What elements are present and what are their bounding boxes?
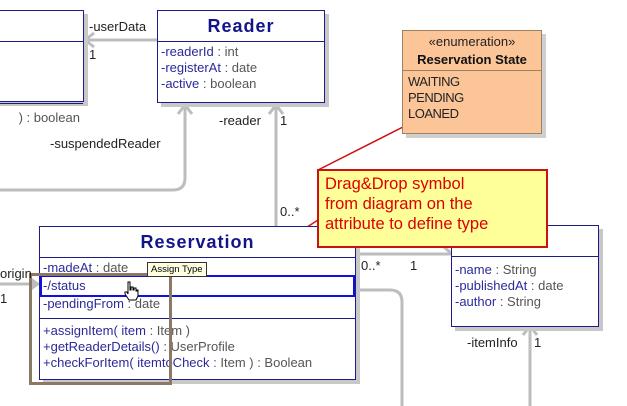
enumeration-header: «enumeration» Reservation State xyxy=(403,31,541,71)
reservation-operation[interactable]: +getReaderDetails() : UserProfile xyxy=(43,339,235,354)
reader-role-label: -reader xyxy=(219,113,261,128)
left-class-operations-section: ) : boolean xyxy=(0,104,83,126)
assign-type-tooltip: Assign Type xyxy=(147,262,207,277)
note-line: attribute to define type xyxy=(325,215,489,233)
status-association-line[interactable] xyxy=(356,288,404,406)
reservation-class-title[interactable]: Reservation xyxy=(40,227,355,258)
item-multiplicity: 1 xyxy=(410,258,418,273)
enumeration-literals: WAITING PENDING LOANED xyxy=(403,71,541,125)
item-attributes: -name : String -publishedAt : date -auth… xyxy=(452,257,598,310)
reader-multiplicity: 1 xyxy=(280,113,288,128)
note-line: Drag&Drop symbol xyxy=(325,175,465,193)
item-attribute[interactable]: -author : String xyxy=(455,294,541,309)
left-partial-class[interactable]: ) : boolean xyxy=(0,10,84,125)
enumeration-literal[interactable]: LOANED xyxy=(408,106,459,121)
reader-attribute[interactable]: -active : boolean xyxy=(161,76,257,91)
reservation-attribute-selected[interactable]: -/status xyxy=(43,278,86,293)
reservation-class[interactable]: Reservation -madeAt : date -/status -pen… xyxy=(39,226,356,380)
suspended-reader-association-line[interactable] xyxy=(0,105,187,192)
reservation-state-enumeration[interactable]: «enumeration» Reservation State WAITING … xyxy=(402,30,542,134)
reader-arrowhead xyxy=(267,102,285,115)
item-attribute[interactable]: -name : String xyxy=(455,262,537,277)
item-association-arrowhead xyxy=(443,245,453,256)
reader-class-title[interactable]: Reader xyxy=(158,11,324,42)
reservation-operations: +assignItem( item : Item ) +getReaderDet… xyxy=(40,319,355,371)
enumeration-literal[interactable]: WAITING xyxy=(408,74,460,89)
reader-attributes: -readerId : int -registerAt : date -acti… xyxy=(158,42,324,92)
enumeration-name[interactable]: Reservation State xyxy=(417,52,527,67)
reservation-multiplicity: 0..* xyxy=(280,204,300,219)
left-class-operation[interactable]: ) : boolean xyxy=(18,110,80,125)
left-class-attributes-section xyxy=(0,42,83,104)
enumeration-literal[interactable]: PENDING xyxy=(408,90,464,105)
item-attribute[interactable]: -publishedAt : date xyxy=(455,278,564,293)
note-line: from diagram on the xyxy=(325,195,473,213)
iteminfo-multiplicity: 1 xyxy=(534,335,542,350)
instruction-note[interactable]: Drag&Drop symbol from diagram on the att… xyxy=(317,169,548,248)
reservation-attribute[interactable]: -madeAt : date xyxy=(43,260,129,275)
item-class-title-section xyxy=(452,226,598,257)
origin-role-label: origin xyxy=(0,266,32,281)
origin-multiplicity: 1 xyxy=(0,291,8,306)
reader-attribute[interactable]: -readerId : int xyxy=(161,44,239,59)
reservation-operation[interactable]: +checkForItem( itemtoCheck : Item ) : Bo… xyxy=(43,355,313,370)
userdata-role-label: -userData xyxy=(89,19,147,34)
left-class-title-section xyxy=(0,11,83,42)
hand-cursor-icon xyxy=(124,281,139,301)
note-anchor-line-enum xyxy=(317,126,404,171)
origin-arrowhead xyxy=(32,278,40,290)
suspended-reader-arrowhead xyxy=(176,102,194,115)
userdata-multiplicity: 1 xyxy=(89,47,97,62)
reader-attribute[interactable]: -registerAt : date xyxy=(161,60,258,75)
item-reservation-multiplicity: 0..* xyxy=(361,258,381,273)
drag-symbol-outline xyxy=(29,273,172,385)
reader-class[interactable]: Reader -readerId : int -registerAt : dat… xyxy=(157,10,325,103)
enumeration-stereotype: «enumeration» xyxy=(428,34,516,49)
suspended-reader-role-label: -suspendedReader xyxy=(50,136,161,151)
userdata-arrowhead xyxy=(82,31,95,49)
iteminfo-role-label: -itemInfo xyxy=(467,335,518,350)
